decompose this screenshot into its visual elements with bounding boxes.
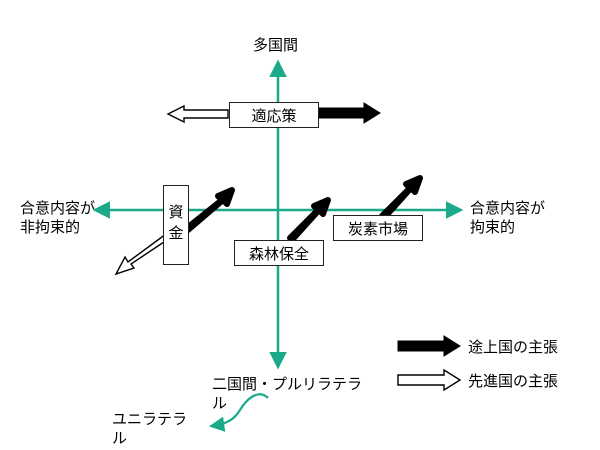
legend-developing-arrow [397, 335, 461, 357]
unilateral-curve [208, 393, 269, 432]
axis-right-label-line1: 合意内容が [470, 199, 546, 217]
developed-arrow-finance [114, 233, 172, 276]
axis-bottom-label-line2: ル [212, 394, 228, 412]
legend-developed-label: 先進国の主張 [468, 372, 559, 390]
carbon-box: 炭素市場 [333, 215, 423, 241]
adaptation-box: 適応策 [229, 102, 319, 128]
developing-arrow-carbon [379, 175, 423, 221]
legend-developed-arrow [397, 368, 462, 392]
legend-developing-label: 途上国の主張 [468, 338, 559, 356]
axis-left-label-line2: 非拘束的 [20, 218, 81, 236]
axis-top-label: 多国間 [253, 36, 299, 54]
developing-arrow-forest [287, 197, 331, 243]
axis-right-label-line2: 拘束的 [470, 218, 516, 236]
unilateral-label-line1: ユニラテラ [112, 410, 188, 428]
finance-box: 資金 [163, 185, 189, 265]
developing-arrow-finance [184, 187, 235, 233]
forest-box: 森林保全 [234, 240, 324, 266]
developed-arrow-adaptation [166, 104, 229, 124]
axis-left-label-line1: 合意内容が [20, 199, 96, 217]
unilateral-label-line2: ル [112, 429, 128, 447]
axis-bottom-label-line1: 二国間・プルリラテラ [212, 375, 363, 393]
developing-arrow-adaptation [317, 102, 381, 124]
